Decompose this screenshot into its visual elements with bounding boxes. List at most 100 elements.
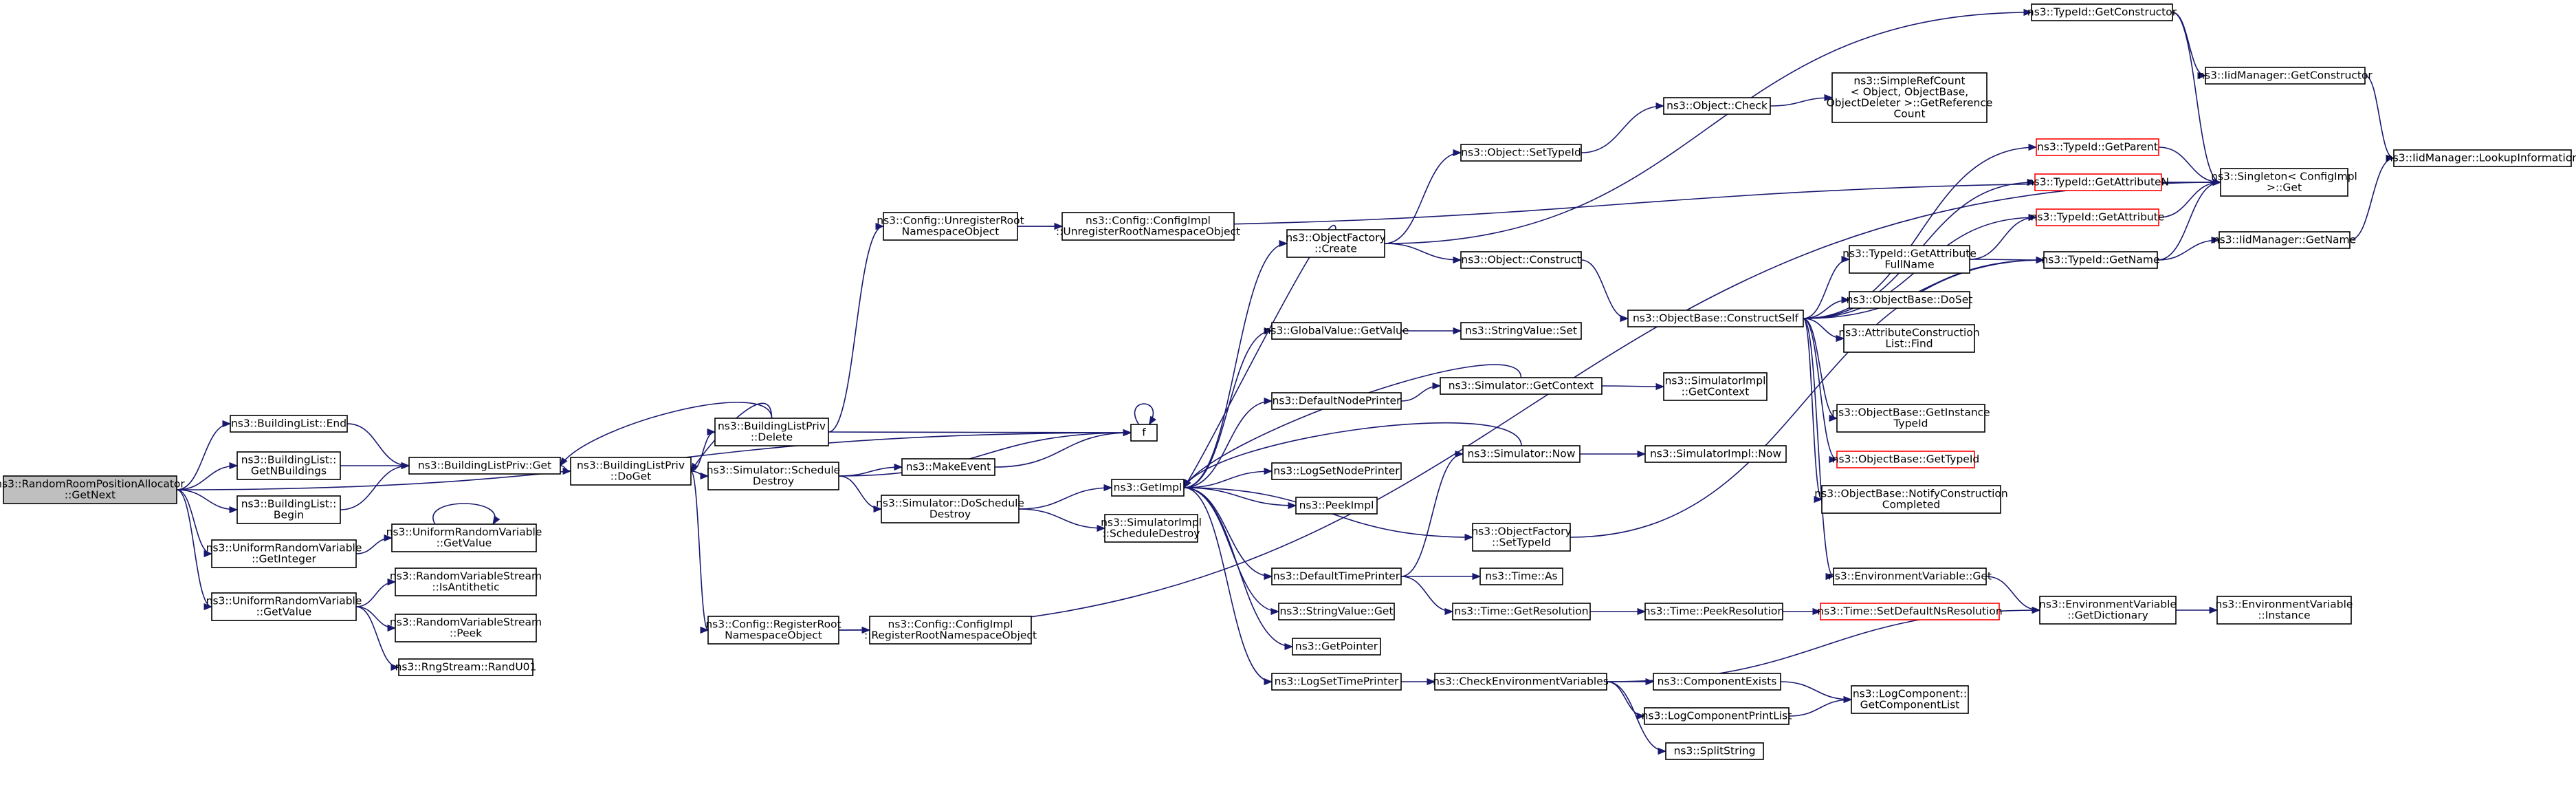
node-envvar-get[interactable]: ns3::EnvironmentVariable::Get bbox=[1828, 568, 1992, 585]
node-peekimpl[interactable]: ns3::PeekImpl bbox=[1295, 497, 1378, 515]
node-box bbox=[1460, 251, 1582, 269]
node-typeid-getattrn[interactable]: ns3::TypeId::GetAttributeN bbox=[2027, 173, 2169, 191]
node-urv-getval[interactable]: ns3::UniformRandomVariable::GetValue bbox=[206, 592, 362, 621]
node-envvar-instance[interactable]: ns3::EnvironmentVariable::Instance bbox=[2216, 596, 2353, 625]
node-rvs-anti[interactable]: ns3::RandomVariableStream::IsAntithetic bbox=[390, 568, 542, 596]
node-simimpl-getcontext[interactable]: ns3::SimulatorImpl::GetContext bbox=[1663, 372, 1768, 401]
edge-line bbox=[1803, 255, 1851, 319]
node-sim-getcontext[interactable]: ns3::Simulator::GetContext bbox=[1440, 377, 1603, 395]
node-deftimeprinter[interactable]: ns3::DefaultTimePrinter bbox=[1271, 568, 1402, 585]
node-box bbox=[869, 616, 1032, 645]
edge-cfg-unreg-to-singleton-get bbox=[1017, 178, 2222, 227]
node-label: GetNBuildings bbox=[251, 465, 327, 477]
node-blp-delete[interactable]: ns3::BuildingListPriv::Delete bbox=[714, 418, 829, 446]
edge-blp-delete-to-cfg-unreg bbox=[828, 222, 885, 433]
node-time-getres[interactable]: ns3::Time::GetResolution bbox=[1452, 603, 1591, 620]
node-f[interactable]: f bbox=[1130, 424, 1158, 442]
edge-blp-delete-to-f bbox=[828, 429, 1132, 437]
node-singleton-get[interactable]: ns3::Singleton< ConfigImpl>::Get bbox=[2211, 168, 2357, 197]
node-iidmgr-getname[interactable]: ns3::IidManager::GetName bbox=[2213, 231, 2356, 249]
node-objfact-create[interactable]: ns3::ObjectFactory::Create bbox=[1286, 229, 1386, 258]
node-simplerefcount[interactable]: ns3::SimpleRefCount< Object, ObjectBase,… bbox=[1827, 72, 1993, 123]
node-getimpl[interactable]: ns3::GetImpl bbox=[1111, 479, 1185, 497]
node-iidmgr-getcons[interactable]: ns3::IidManager::GetConstructor bbox=[2198, 67, 2373, 85]
node-stringvalue-get[interactable]: ns3::StringValue::Get bbox=[1278, 603, 1395, 620]
node-typeid-getcons[interactable]: ns3::TypeId::GetConstructor bbox=[2027, 3, 2177, 21]
node-defnodeprinter[interactable]: ns3::DefaultNodePrinter bbox=[1271, 392, 1402, 410]
node-root[interactable]: ns3::RandomRoomPositionAllocator::GetNex… bbox=[0, 475, 185, 504]
edge-root-to-bl-begin bbox=[176, 489, 239, 514]
node-sim-sched[interactable]: ns3::Simulator::ScheduleDestroy bbox=[707, 462, 840, 490]
node-sim-now[interactable]: ns3::Simulator::Now bbox=[1462, 445, 1581, 463]
edge-objbase-construct-to-envvar-get bbox=[1803, 318, 1835, 580]
node-blp-get[interactable]: ns3::BuildingListPriv::Get bbox=[408, 457, 561, 475]
node-objbase-notify[interactable]: ns3::ObjectBase::NotifyConstructionCompl… bbox=[1814, 485, 2008, 514]
node-obj-settypeid[interactable]: ns3::Object::SetTypeId bbox=[1460, 144, 1582, 162]
node-time-peekres[interactable]: ns3::Time::PeekResolution bbox=[1644, 603, 1784, 620]
node-bl-end[interactable]: ns3::BuildingList::End bbox=[230, 415, 348, 433]
node-blp-doget[interactable]: ns3::BuildingListPriv::DoGet bbox=[570, 457, 692, 486]
node-simimpl-sched[interactable]: ns3::SimulatorImpl::ScheduleDestroy bbox=[1101, 514, 1202, 543]
node-envvar-getdict[interactable]: ns3::EnvironmentVariable::GetDictionary bbox=[2039, 596, 2177, 625]
edge-urv-getval-to-rvs-peek bbox=[355, 606, 397, 632]
edge-line bbox=[1803, 318, 1845, 343]
node-logsettimeprinter[interactable]: ns3::LogSetTimePrinter bbox=[1271, 673, 1402, 691]
node-time-as[interactable]: ns3::Time::As bbox=[1479, 568, 1563, 585]
node-urv-getval2[interactable]: ns3::UniformRandomVariable::GetValue bbox=[386, 523, 542, 552]
node-logsetnodeprinter[interactable]: ns3::LogSetNodePrinter bbox=[1271, 462, 1402, 480]
edge-line bbox=[176, 489, 213, 611]
node-bl-getn[interactable]: ns3::BuildingList::GetNBuildings bbox=[236, 451, 341, 480]
node-label: ns3::ObjectBase::GetTypeId bbox=[1832, 453, 1980, 466]
node-compexists[interactable]: ns3::ComponentExists bbox=[1653, 673, 1781, 691]
node-label: ns3::RngStream::RandU01 bbox=[395, 661, 537, 673]
node-label: ns3::EnvironmentVariable::Get bbox=[1828, 570, 1992, 583]
node-bl-begin[interactable]: ns3::BuildingList::Begin bbox=[236, 495, 341, 524]
node-stringvalue-set[interactable]: ns3::StringValue::Set bbox=[1460, 322, 1582, 340]
node-typeid-getparent[interactable]: ns3::TypeId::GetParent bbox=[2036, 138, 2159, 156]
edge-obj-check-to-simplerefcount bbox=[1770, 94, 1834, 107]
node-iidmgr-lookup[interactable]: ns3::IidManager::LookupInformation bbox=[2386, 149, 2576, 167]
node-objfact-settypeid[interactable]: ns3::ObjectFactory::SetTypeId bbox=[1471, 523, 1572, 552]
edge-line bbox=[1183, 487, 1294, 651]
node-typeid-getname[interactable]: ns3::TypeId::GetName bbox=[2041, 251, 2160, 269]
edge-line bbox=[1183, 467, 1273, 488]
node-objbase-gettypeid[interactable]: ns3::ObjectBase::GetTypeId bbox=[1832, 451, 1980, 468]
node-gv-getvalue[interactable]: ns3::GlobalValue::GetValue bbox=[1264, 322, 1409, 340]
node-cfg-reg[interactable]: ns3::Config::RegisterRootNamespaceObject bbox=[705, 616, 841, 645]
node-rng-rand[interactable]: ns3::RngStream::RandU01 bbox=[395, 658, 537, 676]
edge-f-to-f bbox=[1134, 403, 1157, 426]
node-box bbox=[1663, 372, 1768, 401]
node-checkenv[interactable]: ns3::CheckEnvironmentVariables bbox=[1433, 673, 1609, 691]
node-label: ns3::Time::SetDefaultNsResolution bbox=[1817, 605, 2002, 618]
node-getpointer[interactable]: ns3::GetPointer bbox=[1292, 638, 1381, 656]
node-box bbox=[1849, 291, 1970, 309]
node-splitstring[interactable]: ns3::SplitString bbox=[1665, 742, 1764, 760]
node-label: ::ScheduleDestroy bbox=[1103, 528, 1200, 540]
node-objbase-construct[interactable]: ns3::ObjectBase::ConstructSelf bbox=[1627, 310, 1804, 327]
edge-line bbox=[1803, 296, 1851, 319]
node-makeevent[interactable]: ns3::MakeEvent bbox=[901, 458, 995, 476]
node-cfgimpl-unreg[interactable]: ns3::Config::ConfigImpl::UnregisterRootN… bbox=[1056, 212, 1240, 241]
node-cfgimpl-reg[interactable]: ns3::Config::ConfigImpl::RegisterRootNam… bbox=[864, 616, 1037, 645]
node-cfg-unreg[interactable]: ns3::Config::UnregisterRootNamespaceObje… bbox=[877, 212, 1024, 241]
node-label: ns3::ObjectBase::GetInstance bbox=[1831, 407, 1990, 419]
node-box bbox=[1440, 377, 1603, 395]
node-logcompprintlist[interactable]: ns3::LogComponentPrintList bbox=[1642, 707, 1792, 725]
node-obj-construct[interactable]: ns3::Object::Construct bbox=[1460, 251, 1582, 269]
node-box bbox=[1836, 451, 1975, 468]
node-urv-getint[interactable]: ns3::UniformRandomVariable::GetInteger bbox=[206, 539, 362, 568]
node-time-setdefnores[interactable]: ns3::Time::SetDefaultNsResolution bbox=[1817, 603, 2003, 620]
node-label: ns3::EnvironmentVariable bbox=[2216, 598, 2353, 611]
node-box bbox=[1278, 603, 1395, 620]
node-label: ::GetDictionary bbox=[2067, 609, 2148, 622]
node-simimpl-now[interactable]: ns3::SimulatorImpl::Now bbox=[1644, 445, 1787, 463]
node-rvs-peek[interactable]: ns3::RandomVariableStream::Peek bbox=[390, 614, 542, 642]
node-objbase-doset[interactable]: ns3::ObjectBase::DoSet bbox=[1847, 291, 1973, 309]
node-obj-check[interactable]: ns3::Object::Check bbox=[1663, 97, 1771, 115]
node-typeid-getattr[interactable]: ns3::TypeId::GetAttribute bbox=[2031, 208, 2165, 226]
node-logcomp-getlist[interactable]: ns3::LogComponent::GetComponentList bbox=[1851, 685, 1969, 714]
